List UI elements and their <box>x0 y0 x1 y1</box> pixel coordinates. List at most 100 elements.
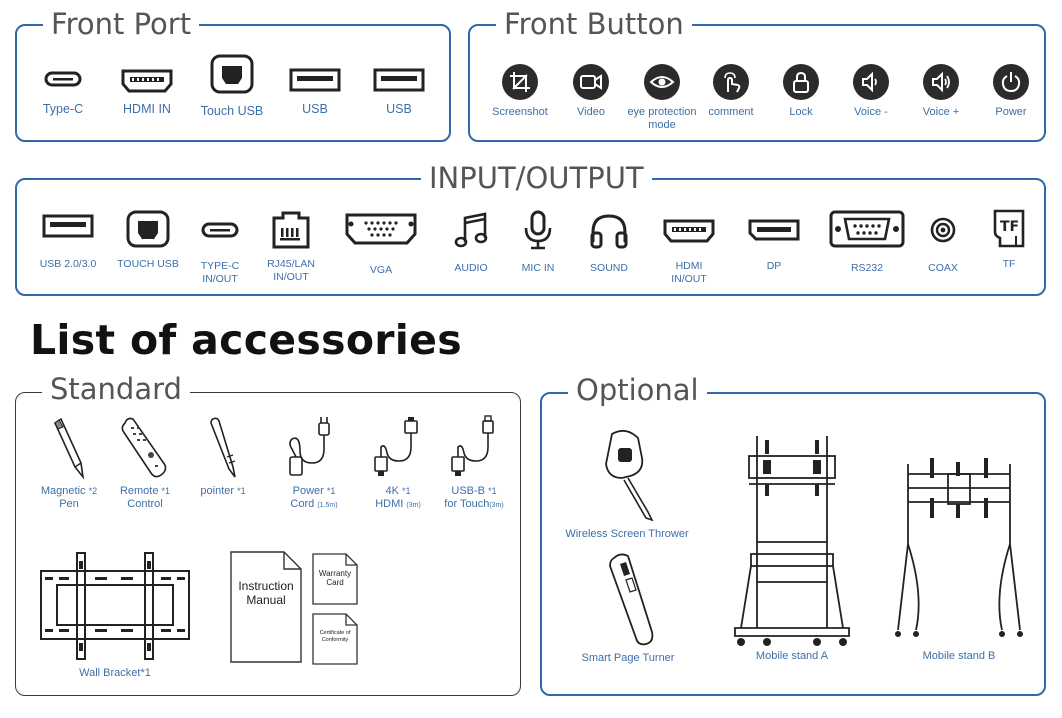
certificate-line2: Conformity <box>321 637 349 643</box>
displayport-icon <box>748 219 800 241</box>
optional-item: Wireless Screen Thrower <box>556 428 698 541</box>
standard-item: pointer *1 <box>188 415 258 498</box>
hdmi-icon <box>663 219 715 243</box>
accessory-label: Power *1 <box>292 485 336 497</box>
button-circle <box>853 64 889 100</box>
port-label: USB <box>302 102 328 116</box>
io-item: SOUND <box>575 212 643 275</box>
accessories-heading: List of accessories <box>30 316 462 364</box>
document-icon <box>312 553 358 605</box>
io-item: HDMI IN/OUT <box>653 218 725 286</box>
warranty-card: Warranty Card <box>312 553 358 605</box>
mobile-stand-b-icon <box>895 458 1023 637</box>
power-cord-icon <box>289 417 330 476</box>
io-label: SOUND <box>590 262 628 274</box>
optional-item: Mobile stand A <box>722 432 862 663</box>
warranty-line2: Card <box>326 578 344 587</box>
front-port-item: USB <box>369 68 429 116</box>
usb-a-icon <box>289 68 341 92</box>
music-note-icon <box>454 212 488 248</box>
io-label: TF <box>1002 258 1016 270</box>
document-icon <box>312 613 358 665</box>
io-label: TOUCH USB <box>117 258 179 270</box>
pen-icon <box>53 417 85 480</box>
coax-icon <box>930 217 956 243</box>
accessory-label: USB-B *1 <box>451 485 497 497</box>
usb-b-icon <box>126 210 170 248</box>
wall-bracket-label: Wall Bracket*1 <box>79 667 151 679</box>
port-label: Type-C <box>42 102 84 116</box>
io-label: MIC IN <box>521 262 555 274</box>
accessory-label: Magnetic *2 <box>40 485 98 497</box>
power-icon <box>1001 72 1021 93</box>
pointer-icon <box>210 417 236 478</box>
io-item: DP <box>741 218 807 273</box>
instruction-manual: Instruction Manual <box>230 551 302 663</box>
button-label: comment <box>708 106 754 118</box>
io-item: TYPE-C IN/OUT <box>187 220 253 286</box>
vga-icon <box>345 213 417 245</box>
io-label: VGA <box>369 264 393 276</box>
accessory-label-line2: for Touch(3m) <box>444 498 504 510</box>
mobile-stand-a-icon <box>734 436 850 646</box>
front-button-item: Voice - <box>836 64 906 119</box>
optional-item: Smart Page Turner <box>570 552 686 665</box>
accessory-label: 4K *1 <box>385 485 411 497</box>
standard-item: Remote *1 Control <box>108 415 182 511</box>
speaker-icon <box>862 71 877 93</box>
button-label: eye protection <box>627 106 697 118</box>
standard-item: 4K *1 HDMI (3m) <box>362 415 434 512</box>
certificate-line1: Certificate of <box>319 630 351 636</box>
io-title: INPUT/OUTPUT <box>421 160 652 196</box>
front-button-item: Screenshot <box>482 64 558 119</box>
accessory-label-line2: HDMI (3m) <box>375 498 421 510</box>
io-item: USB 2.0/3.0 <box>31 214 105 271</box>
optional-item: Mobile stand B <box>880 454 1038 663</box>
io-item: RS232 <box>825 210 909 275</box>
button-circle <box>923 64 959 100</box>
sd-card-icon: TF <box>993 209 1025 248</box>
button-circle <box>783 64 819 100</box>
headphones-icon <box>590 214 628 249</box>
button-label: Screenshot <box>492 106 548 118</box>
standard-item: USB-B *1 for Touch(3m) <box>434 415 514 512</box>
button-circle <box>644 64 680 100</box>
wall-bracket-icon <box>40 552 190 660</box>
front-button-item: Video <box>556 64 626 119</box>
button-label: Lock <box>789 106 813 118</box>
io-label-line2: IN/OUT <box>273 271 309 283</box>
standard-title: Standard <box>42 371 190 407</box>
standard-panel: Standard Magnetic *2 Pen Remote *1 Contr… <box>15 371 521 696</box>
button-circle <box>573 64 609 100</box>
io-item: RJ45/LAN IN/OUT <box>257 210 325 284</box>
optional-panel: Optional Wireless Screen Thrower Smart P… <box>540 372 1046 696</box>
svg-text:TF: TF <box>1000 219 1019 235</box>
manual-line2: Manual <box>246 593 286 607</box>
remote-icon <box>121 417 167 478</box>
front-port-item: Touch USB <box>197 54 267 118</box>
io-label: HDMI <box>675 260 703 272</box>
front-port-panel: Front Port Type-C HDMI IN Touch USB USB … <box>15 6 451 142</box>
button-label: Voice + <box>922 106 960 118</box>
front-button-title: Front Button <box>496 6 692 42</box>
crop-icon <box>510 72 530 92</box>
front-button-item: Power <box>976 64 1046 119</box>
front-button-item: Lock <box>766 64 836 119</box>
io-label-line2: IN/OUT <box>671 273 707 285</box>
page-turner-icon <box>609 553 654 646</box>
button-label: Power <box>995 106 1027 118</box>
hdmi-icon <box>121 69 173 93</box>
usb-c-icon <box>201 222 239 238</box>
io-item: AUDIO <box>437 210 505 275</box>
io-label: DP <box>766 260 782 272</box>
button-circle <box>993 64 1029 100</box>
io-label: USB 2.0/3.0 <box>39 258 97 270</box>
front-port-item: USB <box>285 68 345 116</box>
warranty-line1: Warranty <box>318 569 352 578</box>
serial-port-icon <box>829 210 905 248</box>
manual-line1: Instruction <box>238 579 294 593</box>
button-label: Video <box>577 106 605 118</box>
io-panel: INPUT/OUTPUT USB 2.0/3.0 TOUCH USB TYPE-… <box>15 160 1046 296</box>
accessory-label: Remote *1 <box>119 485 171 497</box>
port-label: HDMI IN <box>123 102 171 116</box>
